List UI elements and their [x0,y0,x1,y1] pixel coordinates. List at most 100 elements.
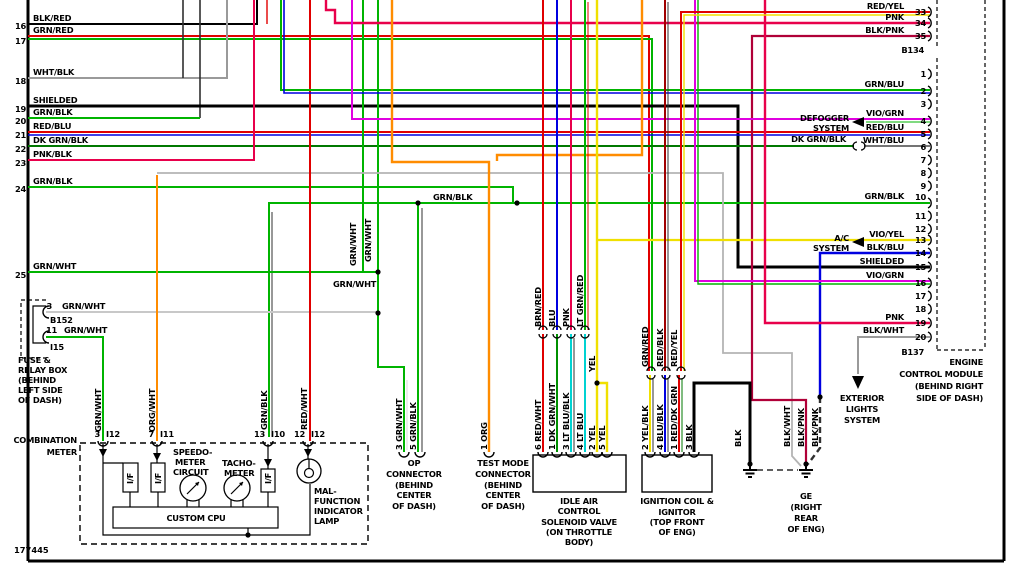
junction-dot [817,394,823,400]
label: I12 [106,429,120,439]
pin-arc [927,261,932,273]
label: 13 [915,235,927,245]
inline-connector-icon [538,325,548,331]
label: 2 YEL [587,425,597,450]
pin-arc [927,317,932,329]
label: 3 [920,99,926,109]
inline-connector-icon [566,325,576,331]
junction-dot [375,269,381,275]
label: 20 [15,116,27,126]
label: GRN/BLK [33,176,73,186]
label: OF ENG) [787,524,825,534]
wire-grn-red-17-red [28,35,650,371]
label: SYSTEM [813,123,849,133]
label: (BEHIND [18,375,56,385]
inline-connector-icon [661,366,671,372]
if-box-3 [260,468,276,493]
label: 3 BLK [684,424,694,450]
label: 17 [915,291,927,301]
wire-fuse11-grn-wht [46,336,104,441]
label: BLU [547,310,557,327]
pin-arc [551,451,563,458]
label: PNK [885,312,905,322]
label: 5 YEL [597,425,607,450]
pin-arc [927,303,932,315]
label: BODY) [565,537,594,547]
wire-red-yel-33-yel [683,14,930,371]
label: 4 BLU/BLK [655,404,665,450]
label: REAR [794,513,819,523]
label: 24 [15,184,27,194]
label: GRN/RED [640,326,650,367]
inline-connector-icon [646,374,656,380]
custom-cpu-box [112,506,279,529]
pin-arc [927,141,932,153]
label: B137 [901,347,924,357]
label: 18 [15,76,27,86]
wire-pnk-34 [324,0,930,25]
pin-arc [927,85,932,97]
wire-blk-red-16 [28,0,258,25]
label: A/C [834,233,849,243]
pin-arc [927,115,932,127]
label: 3 [46,301,52,311]
label: TACHO- [222,458,256,468]
wire-grn-blk-24 [28,186,514,203]
idle-air-box [532,454,627,493]
lamp-icon [303,467,315,479]
label: I15 [50,342,64,352]
if-box-1 [122,462,139,493]
wire-blk-pnk-35 [750,34,930,462]
wire-grn-wht-col-b [377,0,405,452]
label: 34 [915,18,927,28]
label: GRN/WHT [333,279,377,289]
label: WHT/BLK [33,67,75,77]
inline-connector-icon [676,374,686,380]
wire-vio-grn-4 [351,0,930,120]
label: ENGINE [949,357,983,367]
pin-arc [644,451,656,458]
label: GRN/WHT [62,301,106,311]
label: LEFT SIDE [18,385,63,395]
pin-arc [927,180,932,192]
label: GRN/BLK [433,192,473,202]
diagram-number: 177445 [14,545,49,555]
label: I11 [160,429,174,439]
pin-arc [302,440,314,447]
inline-connector-icon [580,325,590,331]
label: MAL- [314,486,336,496]
label: PNK [885,12,905,22]
label: 2 [920,86,926,96]
gauge-icon [179,474,207,502]
label: 19 [15,104,27,114]
label: 1 DK GRN/WHT [547,383,557,450]
wire-ign-blk [692,381,752,464]
pin-arc [414,451,426,458]
label: CIRCUIT [173,467,209,477]
pin-arc [927,223,932,235]
label: OF ENG) [658,527,696,537]
label: 10 [915,192,927,202]
pin-arc [927,247,932,259]
label: DEFOGGER [800,113,850,123]
junction-dot [514,200,520,206]
label: BLK/PNK [865,25,905,35]
wire-yel-branch [597,381,609,452]
gauge-icon [223,474,251,502]
pin-arc [927,6,932,18]
label: 3 GRN/WHT [394,398,404,450]
pin-arc [927,197,932,209]
label: 16 [15,21,27,31]
label: 1 [920,69,926,79]
label: 1 RED/DK GRN [669,386,679,450]
combination-meter-box [79,442,369,545]
label: (BEHIND RIGHT [915,381,984,391]
pin-arc [927,98,932,110]
wire-pnk-blk-23 [28,0,255,161]
if-box-2 [150,462,166,493]
label: BLK/PNK [810,407,820,447]
inline-connector-icon [566,333,576,339]
inline-connector-icon [661,374,671,380]
label: I12 [311,429,325,439]
